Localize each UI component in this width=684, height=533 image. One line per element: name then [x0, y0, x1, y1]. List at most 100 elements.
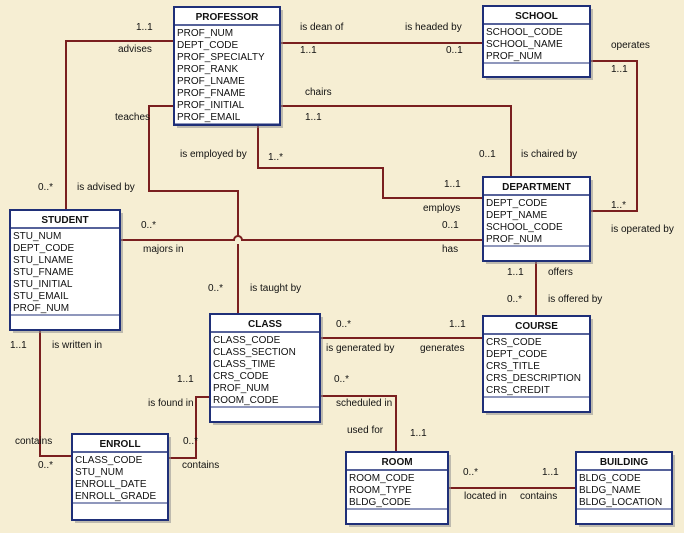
- entity-attribute: PROF_EMAIL: [177, 112, 241, 123]
- card-operated: 1..*: [611, 200, 626, 211]
- entity-course: COURSECRS_CODEDEPT_CODECRS_TITLECRS_DESC…: [482, 315, 593, 415]
- entity-name: SCHOOL: [515, 11, 558, 22]
- entity-box: [482, 5, 591, 78]
- entity-box: [482, 315, 591, 413]
- card-prof-top: 1..1: [136, 22, 153, 33]
- card-enroll-right: 0..*: [183, 436, 198, 447]
- line-professor-employed-department: [257, 124, 483, 199]
- card-advised: 0..*: [38, 182, 53, 193]
- label-offers: offers: [548, 267, 573, 278]
- label-contains-bldg: contains: [520, 491, 557, 502]
- label-operates: operates: [611, 40, 650, 51]
- entity-attribute: BLDG_CODE: [349, 497, 411, 508]
- entity-name: COURSE: [515, 321, 558, 332]
- label-generates: generates: [420, 343, 464, 354]
- card-employed-prof: 1..*: [268, 152, 283, 163]
- entity-attribute: CLASS_CODE: [75, 455, 143, 466]
- entity-department: DEPARTMENTDEPT_CODEDEPT_NAMESCHOOL_CODEP…: [482, 176, 593, 264]
- entity-attribute: DEPT_NAME: [486, 210, 547, 221]
- label-is-generated-by: is generated by: [326, 343, 394, 354]
- card-room-bldg: 0..*: [463, 467, 478, 478]
- entity-attribute: PROF_RANK: [177, 64, 238, 75]
- entity-name: ROOM: [381, 457, 412, 468]
- entity-name: CLASS: [248, 319, 282, 330]
- relationship-labels: is dean of is headed by 1..1 0..1 1..1 a…: [10, 22, 674, 502]
- relationship-lines: [39, 40, 638, 489]
- entity-attribute: PROF_INITIAL: [177, 100, 245, 111]
- entity-attribute: PROF_NUM: [213, 383, 269, 394]
- line-class-enroll: [168, 396, 210, 459]
- line-student-majors-department: [120, 235, 483, 241]
- entity-name: STUDENT: [41, 215, 88, 226]
- entity-student: STUDENT STU_NUMDEPT_CODESTU_LNAMESTU_FNAM…: [9, 209, 123, 333]
- entity-attribute: STU_FNAME: [13, 267, 74, 278]
- label-is-headed-by: is headed by: [405, 22, 462, 33]
- card-employs: 1..1: [444, 179, 461, 190]
- card-scheduled: 0..*: [334, 374, 349, 385]
- entity-attribute: ROOM_CODE: [213, 395, 279, 406]
- label-scheduled-in: scheduled in: [336, 398, 392, 409]
- label-contains-bottom: contains: [182, 460, 219, 471]
- entity-attribute: BLDG_NAME: [579, 485, 641, 496]
- entity-attribute: STU_NUM: [13, 231, 61, 242]
- line-professor-advises-student: [65, 40, 174, 211]
- entity-name: DEPARTMENT: [502, 182, 571, 193]
- entity-attribute: DEPT_CODE: [13, 243, 74, 254]
- entity-attribute: DEPT_CODE: [486, 349, 547, 360]
- entity-attribute: ROOM_CODE: [349, 473, 415, 484]
- card-dean-prof: 1..1: [300, 45, 317, 56]
- card-has: 0..1: [442, 220, 459, 231]
- line-professor-chairs-department: [280, 105, 512, 177]
- entity-professor: PROFESSORPROF_NUMDEPT_CODEPROF_SPECIALTY…: [173, 6, 283, 128]
- entity-name: ENROLL: [99, 439, 140, 450]
- label-is-chaired-by: is chaired by: [521, 149, 577, 160]
- line-class-room: [320, 395, 397, 453]
- label-located-in: located in: [464, 491, 507, 502]
- card-bldg: 1..1: [542, 467, 559, 478]
- entity-attribute: CRS_DESCRIPTION: [486, 373, 581, 384]
- label-has: has: [442, 244, 458, 255]
- label-is-advised-by: is advised by: [77, 182, 135, 193]
- entity-attribute: PROF_FNAME: [177, 88, 246, 99]
- label-is-offered-by: is offered by: [548, 294, 602, 305]
- label-employs: employs: [423, 203, 460, 214]
- entities: PROFESSORPROF_NUMDEPT_CODEPROF_SPECIALTY…: [9, 5, 675, 527]
- entity-box: [173, 6, 281, 126]
- label-chairs: chairs: [305, 87, 332, 98]
- line-school-department: [590, 60, 638, 212]
- card-class-enroll: 1..1: [177, 374, 194, 385]
- label-is-employed-by: is employed by: [180, 149, 247, 160]
- entity-attribute: CLASS_CODE: [213, 335, 281, 346]
- line-student-enroll: [39, 330, 72, 457]
- card-chairs: 1..1: [305, 112, 322, 123]
- entity-attribute: DEPT_CODE: [177, 40, 238, 51]
- entity-attribute: STU_LNAME: [13, 255, 73, 266]
- card-offers: 1..1: [507, 267, 524, 278]
- card-majors: 0..*: [141, 220, 156, 231]
- entity-attribute: BLDG_CODE: [579, 473, 641, 484]
- card-stu-enroll: 1..1: [10, 340, 27, 351]
- entity-attribute: DEPT_CODE: [486, 198, 547, 209]
- label-is-dean-of: is dean of: [300, 22, 344, 33]
- entity-box: [482, 176, 591, 262]
- label-is-written-in: is written in: [52, 340, 102, 351]
- card-operates: 1..1: [611, 64, 628, 75]
- entity-attribute: SCHOOL_CODE: [486, 27, 563, 38]
- card-enroll-left: 0..*: [38, 460, 53, 471]
- entity-attribute: PROF_NUM: [486, 51, 542, 62]
- entity-attribute: PROF_NUM: [13, 303, 69, 314]
- entity-box: [9, 209, 121, 331]
- card-generated-course: 1..1: [449, 319, 466, 330]
- entity-name: BUILDING: [600, 457, 649, 468]
- label-contains-left: contains: [15, 436, 52, 447]
- card-generated-class: 0..*: [336, 319, 351, 330]
- entity-attribute: CLASS_SECTION: [213, 347, 296, 358]
- entity-attribute: CLASS_TIME: [213, 359, 276, 370]
- label-used-for: used for: [347, 425, 384, 436]
- entity-attribute: CRS_TITLE: [486, 361, 540, 372]
- entity-attribute: STU_INITIAL: [13, 279, 73, 290]
- entity-box: [71, 433, 169, 521]
